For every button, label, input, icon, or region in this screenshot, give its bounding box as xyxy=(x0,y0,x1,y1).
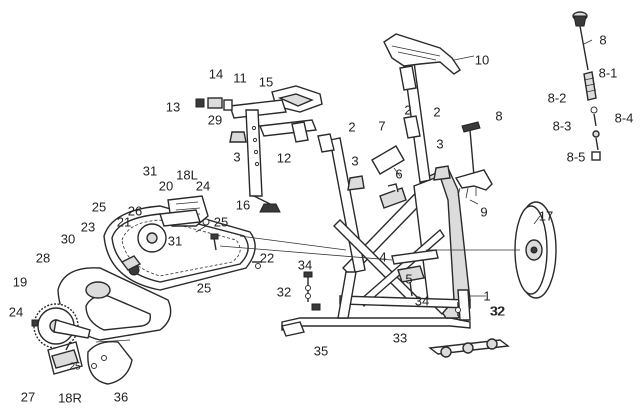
label-24a: 24 xyxy=(196,179,210,194)
label-4: 4 xyxy=(379,250,386,265)
label-28: 28 xyxy=(36,251,50,266)
label-25b: 25 xyxy=(214,215,228,230)
label-8-2: 8-2 xyxy=(548,91,567,106)
label-29: 29 xyxy=(208,113,222,128)
label-5: 5 xyxy=(405,272,412,287)
brake-knob xyxy=(454,11,601,199)
label-17: 17 xyxy=(539,209,553,224)
main-frame xyxy=(281,61,510,358)
label-24b: 24 xyxy=(9,305,23,320)
label-25c: 25 xyxy=(197,281,211,296)
part-labels: 1 2 2 2 3 3 3 4 5 6 7 8 8 8-1 8-2 8-3 8-… xyxy=(9,33,634,406)
label-3c: 3 xyxy=(436,137,443,152)
label-19: 19 xyxy=(13,275,27,290)
chain-guard xyxy=(103,195,262,291)
label-6: 6 xyxy=(395,167,402,182)
label-3b: 3 xyxy=(351,154,358,169)
label-32a: 32 xyxy=(277,285,291,300)
label-27: 27 xyxy=(21,390,35,405)
label-26: 26 xyxy=(128,204,142,219)
label-18L: 18L xyxy=(176,168,198,183)
label-18R: 18R xyxy=(58,391,82,406)
bolts xyxy=(303,271,461,316)
label-23: 23 xyxy=(81,220,95,235)
label-31b: 31 xyxy=(168,234,182,249)
inner-cover xyxy=(87,339,133,385)
label-32c: 32 xyxy=(491,304,505,319)
caps xyxy=(229,115,451,191)
label-8-3: 8-3 xyxy=(553,119,572,134)
leader-lines xyxy=(219,39,593,297)
label-34b: 34 xyxy=(415,294,429,309)
label-25a: 25 xyxy=(92,200,106,215)
label-15: 15 xyxy=(259,75,273,90)
label-2b: 2 xyxy=(348,120,355,135)
label-2c: 2 xyxy=(433,105,440,120)
label-16: 16 xyxy=(236,198,250,213)
label-32b: 32 xyxy=(490,304,504,319)
label-9: 9 xyxy=(480,205,487,220)
label-12: 12 xyxy=(277,151,291,166)
label-31a: 31 xyxy=(143,164,157,179)
chain-guard-front xyxy=(57,267,172,341)
label-8-1: 8-1 xyxy=(599,66,618,81)
label-8: 8 xyxy=(495,109,502,124)
label-25d: 25 xyxy=(69,362,81,373)
label-36: 36 xyxy=(114,390,128,405)
crank-parts xyxy=(391,249,439,297)
label-22: 22 xyxy=(260,251,274,266)
label-14: 14 xyxy=(209,67,223,82)
handlebar xyxy=(383,33,461,91)
label-8-4: 8-4 xyxy=(615,111,634,126)
label-13: 13 xyxy=(166,100,180,115)
label-35: 35 xyxy=(314,344,328,359)
chainring xyxy=(31,303,91,375)
label-21: 21 xyxy=(117,215,131,230)
label-7: 7 xyxy=(378,119,385,134)
label-2a: 2 xyxy=(404,103,411,118)
label-11: 11 xyxy=(233,71,247,86)
label-20: 20 xyxy=(159,179,173,194)
label-30: 30 xyxy=(61,232,75,247)
seat-assembly xyxy=(195,85,323,213)
label-3a: 3 xyxy=(233,150,240,165)
label-10: 10 xyxy=(475,53,489,68)
label-33: 33 xyxy=(393,331,407,346)
label-34a: 34 xyxy=(298,258,312,273)
label-1: 1 xyxy=(483,289,490,304)
flywheel xyxy=(426,201,557,299)
label-8-top: 8 xyxy=(599,33,606,48)
tension-parts xyxy=(371,145,407,209)
label-8-5: 8-5 xyxy=(567,150,586,165)
